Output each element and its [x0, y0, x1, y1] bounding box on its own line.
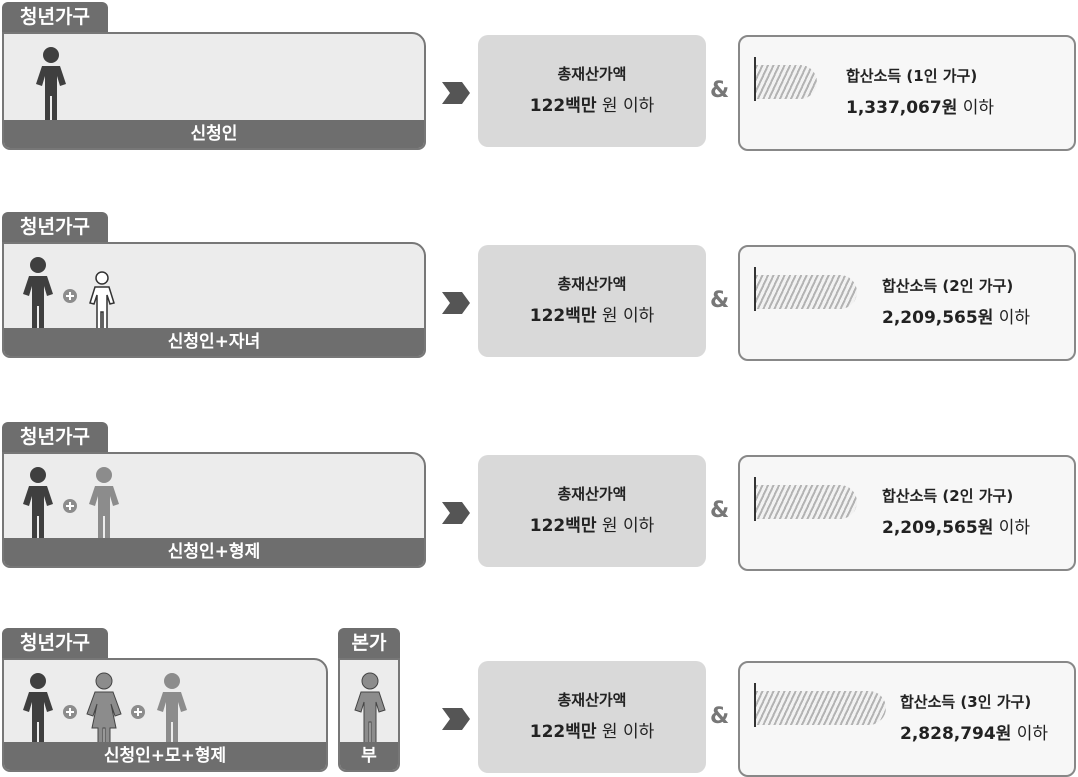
income-limit-box: 합산소득 (2인 가구) 2,209,565원 이하 [738, 455, 1076, 571]
plus-circle-icon [63, 289, 77, 303]
ampersand: & [710, 288, 730, 313]
household-row-1: 청년가구 신청인 총재산가액 122백만 원 이하 & 합산소득 (1인 가구)… [0, 0, 1078, 160]
asset-value: 122백만 원 이하 [529, 516, 655, 536]
ampersand: & [710, 704, 730, 729]
person-gray-icon [157, 673, 187, 748]
asset-title: 총재산가액 [557, 275, 627, 293]
household-members-label: 신청인+모+형제 [4, 742, 326, 770]
income-value: 2,209,565원 이하 [882, 518, 1031, 538]
person-dark-icon [23, 257, 53, 332]
household-members-label: 신청인+형제 [4, 538, 424, 566]
asset-value: 122백만 원 이하 [529, 306, 655, 326]
income-title: 합산소득 (2인 가구) [882, 487, 1014, 505]
income-limit-box: 합산소득 (1인 가구) 1,337,067원 이하 [738, 35, 1076, 151]
income-title: 합산소득 (1인 가구) [846, 67, 978, 85]
household-tag: 청년가구 [2, 422, 108, 452]
household-box: 신청인+모+형제 [2, 658, 328, 772]
people-group [18, 670, 208, 749]
person-dark-icon [23, 467, 53, 542]
income-bar [756, 275, 857, 309]
ampersand: & [710, 498, 730, 523]
father-icon [354, 672, 386, 749]
income-limit-box: 합산소득 (3인 가구) 2,828,794원 이하 [738, 661, 1076, 777]
income-bar [756, 65, 817, 99]
income-title: 합산소득 (3인 가구) [900, 693, 1032, 711]
ampersand: & [710, 78, 730, 103]
person-outline-icon [89, 271, 115, 333]
parent-members-label: 부 [340, 742, 398, 770]
double-chevron-right-icon [442, 502, 470, 524]
household-row-3: 청년가구 신청인+형제 총재산가액 122백만 [0, 420, 1078, 580]
plus-circle-icon [63, 705, 77, 719]
household-members-label: 신청인+자녀 [4, 328, 424, 356]
people-group [348, 670, 392, 749]
asset-value: 122백만 원 이하 [529, 96, 655, 116]
double-chevron-right-icon [442, 82, 470, 104]
income-value: 2,209,565원 이하 [882, 308, 1031, 328]
income-limit-box: 합산소득 (2인 가구) 2,209,565원 이하 [738, 245, 1076, 361]
person-dark-icon [36, 47, 66, 122]
income-value: 2,828,794원 이하 [900, 724, 1049, 744]
bar-baseline [754, 267, 756, 311]
parent-household-box: 부 [338, 658, 400, 772]
mother-icon [86, 672, 122, 749]
income-title: 합산소득 (2인 가구) [882, 277, 1014, 295]
parent-household-tag: 본가 [338, 628, 400, 658]
household-tag: 청년가구 [2, 2, 108, 32]
income-bar [756, 691, 886, 725]
asset-title: 총재산가액 [557, 691, 627, 709]
asset-title: 총재산가액 [557, 485, 627, 503]
double-chevron-right-icon [442, 708, 470, 730]
household-box: 신청인+형제 [2, 452, 426, 568]
people-group [18, 44, 78, 122]
income-bar [756, 485, 857, 519]
person-dark-icon [23, 673, 53, 748]
household-box: 신청인+자녀 [2, 242, 426, 358]
person-gray-icon [89, 467, 119, 542]
household-box: 신청인 [2, 32, 426, 150]
double-chevron-right-icon [442, 292, 470, 314]
asset-limit-box: 총재산가액 122백만 원 이하 [478, 245, 706, 357]
asset-limit-box: 총재산가액 122백만 원 이하 [478, 35, 706, 147]
household-tag: 청년가구 [2, 212, 108, 242]
income-value: 1,337,067원 이하 [846, 98, 995, 118]
bar-baseline [754, 477, 756, 521]
household-members-label: 신청인 [4, 120, 424, 148]
bar-baseline [754, 57, 756, 101]
asset-limit-box: 총재산가액 122백만 원 이하 [478, 455, 706, 567]
household-row-2: 청년가구 신청인+자녀 총재산가액 122백만 [0, 210, 1078, 370]
people-group [18, 254, 138, 333]
plus-circle-icon [131, 705, 145, 719]
household-tag: 청년가구 [2, 628, 108, 658]
people-group [18, 464, 138, 542]
bar-baseline [754, 683, 756, 727]
plus-circle-icon [63, 499, 77, 513]
asset-value: 122백만 원 이하 [529, 722, 655, 742]
asset-title: 총재산가액 [557, 65, 627, 83]
asset-limit-box: 총재산가액 122백만 원 이하 [478, 661, 706, 773]
household-row-4: 청년가구 [0, 626, 1078, 777]
